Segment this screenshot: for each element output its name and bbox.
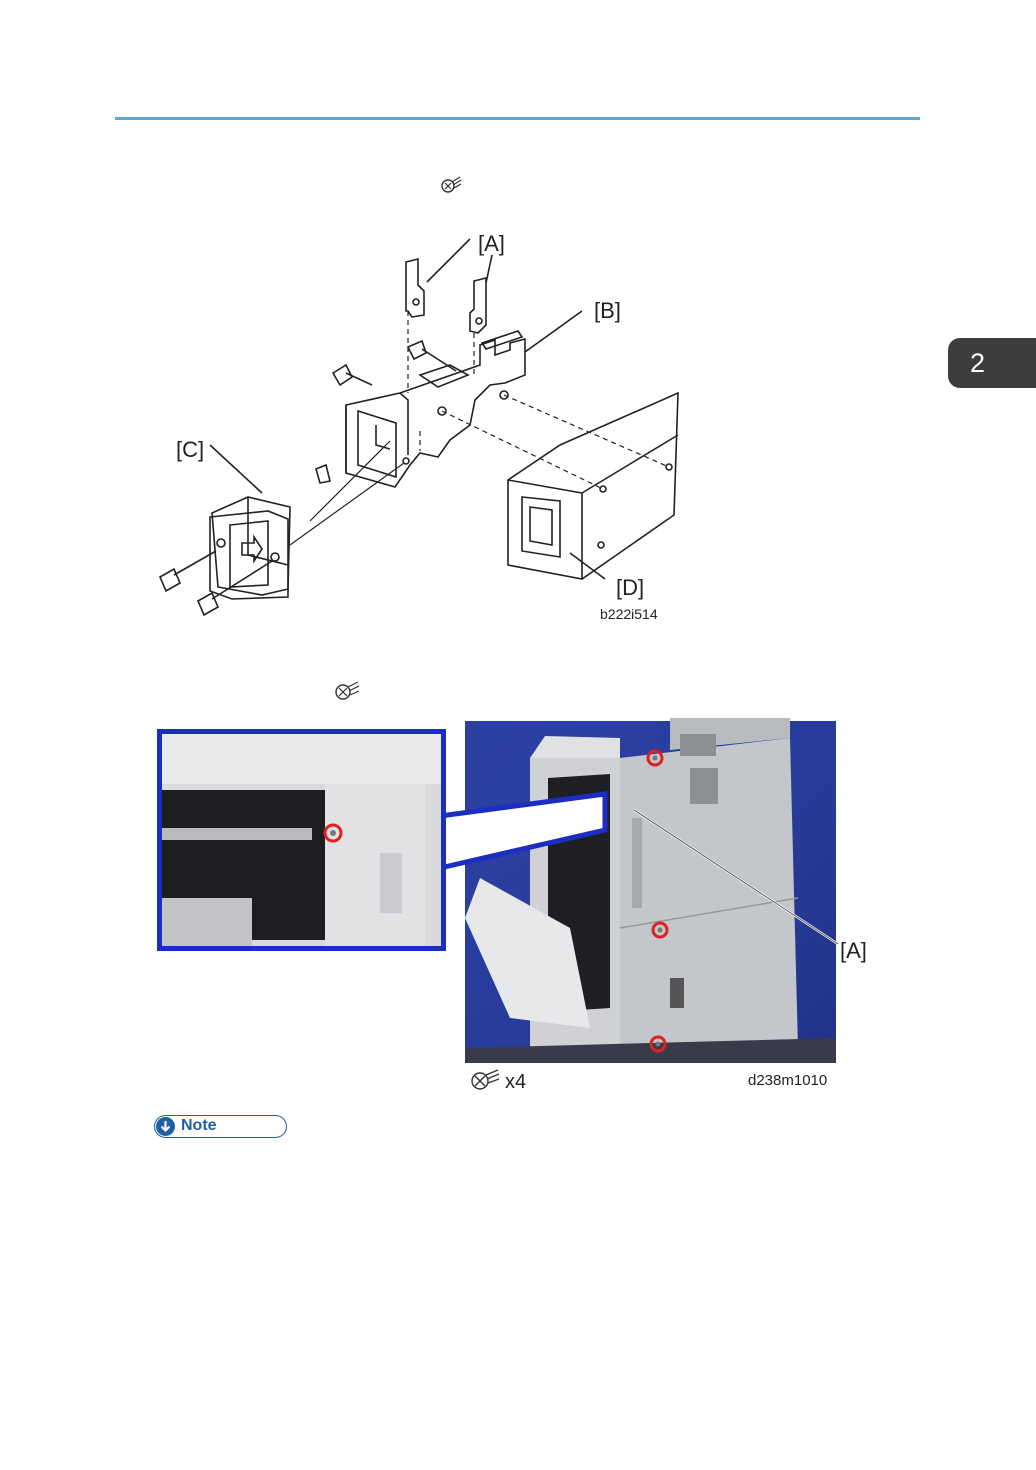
screw-top-1 [333,365,372,385]
bracket-a-left [406,259,424,317]
label-a: [A] [840,938,867,963]
bracket-a-right [470,278,486,333]
photo-figure: [A] x4 d238m1010 [150,718,890,1098]
exploded-diagram: [A] [B] [C] [D] b222i514 [150,225,690,625]
screw-icon [439,173,463,197]
clip [316,465,330,483]
arrow-down-icon [156,1117,175,1136]
screw-bottom-1 [160,551,216,591]
screw-icon [333,679,361,703]
note-badge: Note [154,1115,287,1138]
screw-count: x4 [505,1071,526,1093]
label-b: [B] [594,298,621,323]
screw-top-2 [408,341,456,371]
header-rule [115,117,920,120]
label-c: [C] [176,437,204,462]
figure-code: d238m1010 [748,1072,827,1089]
chapter-tab[interactable]: 2 [948,338,1036,388]
figure-code: b222i514 [600,606,658,622]
bracket-b [346,339,525,487]
main-photo [465,718,838,1063]
label-a: [A] [478,231,505,256]
note-label: Note [181,1117,217,1135]
screw-bottom-2 [198,561,272,615]
label-d: [D] [616,575,644,600]
screw-icon [472,1070,499,1089]
chapter-number: 2 [970,348,985,378]
inset-photo [157,729,446,951]
